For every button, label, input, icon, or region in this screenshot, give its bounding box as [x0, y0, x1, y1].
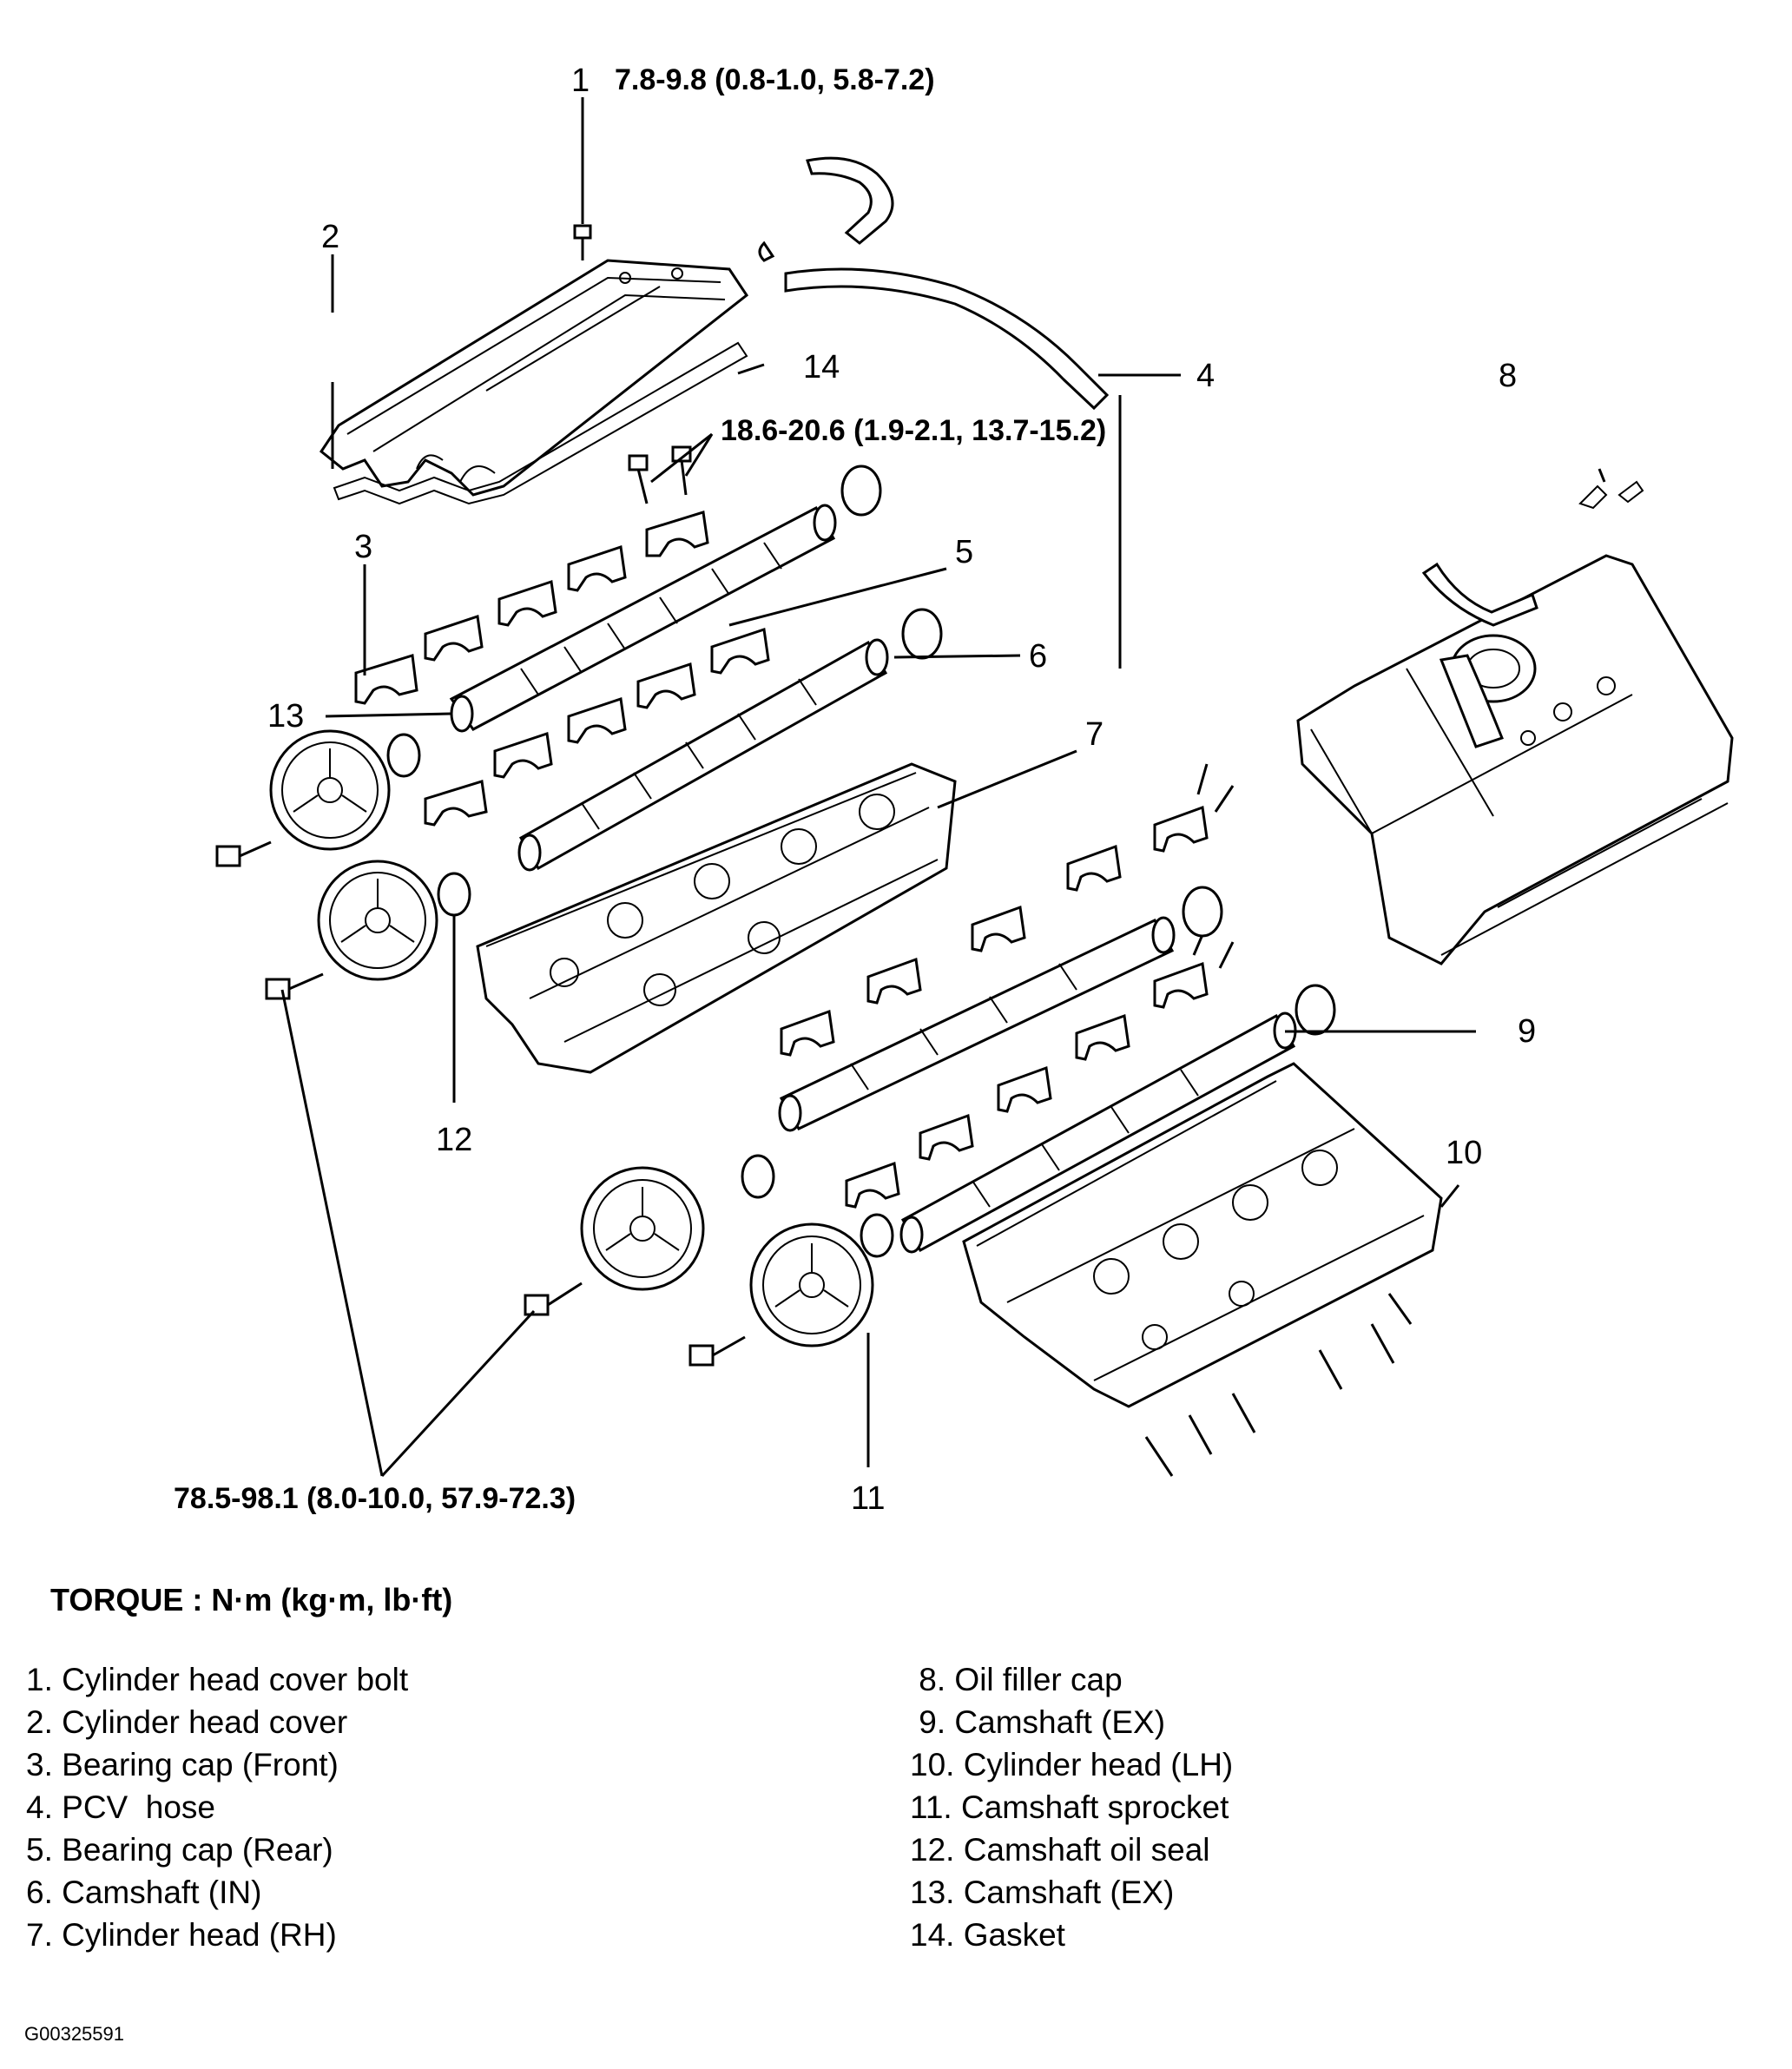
diagram-canvas: 1 2 3 4 5 6 7 8 9 10 11 12 13 14 7.8-9.8… — [174, 63, 1734, 1517]
oil-seal-lower-2 — [860, 1213, 894, 1258]
bearing-cap-bolts-lower — [1192, 763, 1235, 969]
pcv-valve-parts — [1578, 468, 1644, 510]
parts-legend-right: 8. Oil filler cap 9. Camshaft (EX) 10. C… — [910, 1658, 1743, 1956]
figure-id: G00325591 — [24, 2023, 124, 2045]
legend-item: 2. Cylinder head cover — [26, 1704, 348, 1740]
callout-6: 6 — [1029, 638, 1047, 675]
callout-12: 12 — [436, 1122, 472, 1158]
callout-8: 8 — [1499, 358, 1517, 394]
legend-item: 11. Camshaft sprocket — [910, 1789, 1229, 1825]
parts-legend-left: 1. Cylinder head cover bolt 2. Cylinder … — [26, 1658, 860, 1956]
callout-labels: 1 2 3 4 5 6 7 8 9 10 11 12 13 14 — [267, 63, 1536, 1517]
pcv-hose — [758, 156, 1110, 411]
callout-10: 10 — [1446, 1135, 1482, 1171]
camshaft-oil-seal-upper — [386, 733, 421, 778]
sprocket-bolts-upper — [215, 840, 324, 1000]
legend-item: 12. Camshaft oil seal — [910, 1832, 1210, 1868]
callout-3: 3 — [354, 529, 372, 565]
oil-filler-cap — [1439, 634, 1537, 748]
camshaft-sprocket-upper — [269, 729, 438, 981]
camshaft-end-plugs — [840, 465, 943, 660]
torque-callouts: 7.8-9.8 (0.8-1.0, 5.8-7.2) 18.6-20.6 (1.… — [174, 63, 1106, 1515]
end-plug-lower-1 — [1182, 886, 1223, 938]
oil-seal-lower-1 — [741, 1154, 775, 1199]
legend-item: 3. Bearing cap (Front) — [26, 1747, 339, 1782]
camshaft-ex-upper — [449, 504, 837, 733]
legend-item: 14. Gasket — [910, 1917, 1065, 1953]
legend-item: 10. Cylinder head (LH) — [910, 1747, 1234, 1782]
legend-item: 8. Oil filler cap — [910, 1662, 1123, 1697]
legend-item: 4. PCV hose — [26, 1789, 216, 1825]
callout-2: 2 — [321, 219, 339, 255]
bearing-caps-upper — [354, 511, 770, 827]
torque-cover-bolt: 7.8-9.8 (0.8-1.0, 5.8-7.2) — [615, 63, 935, 96]
callout-1: 1 — [571, 63, 590, 99]
torque-units-heading: TORQUE : N·m (kg·m, lb·ft) — [50, 1582, 453, 1618]
torque-sprocket-bolt: 78.5-98.1 (8.0-10.0, 57.9-72.3) — [174, 1482, 576, 1515]
legend-item: 5. Bearing cap (Rear) — [26, 1832, 333, 1868]
callout-14: 14 — [803, 349, 840, 385]
legend-item: 7. Cylinder head (RH) — [26, 1917, 337, 1953]
callout-4: 4 — [1196, 358, 1215, 394]
callout-13: 13 — [267, 698, 304, 735]
camshaft-sprocket-lower — [580, 1166, 874, 1347]
camshaft-oil-seal — [437, 872, 471, 917]
torque-bearing-cap-bolt: 18.6-20.6 (1.9-2.1, 13.7-15.2) — [721, 414, 1106, 447]
legend-item: 9. Camshaft (EX) — [910, 1704, 1166, 1740]
legend-item: 13. Camshaft (EX) — [910, 1875, 1175, 1910]
callout-5: 5 — [955, 534, 973, 570]
cylinder-head-cover — [319, 259, 749, 497]
legend-item: 6. Camshaft (IN) — [26, 1875, 262, 1910]
head-cover-gasket — [333, 341, 748, 505]
legend-item: 1. Cylinder head cover bolt — [26, 1662, 409, 1697]
callout-9: 9 — [1518, 1013, 1536, 1050]
bearing-caps-lower — [780, 805, 1209, 1209]
leader-lines — [280, 97, 1476, 1478]
exploded-parts-diagram: 1 2 3 4 5 6 7 8 9 10 11 12 13 14 7.8-9.8… — [174, 63, 1734, 1517]
cover-bolt — [573, 224, 592, 260]
bearing-cap-bolts — [628, 445, 692, 504]
pcv-hose-lh — [1421, 562, 1538, 627]
sprocket-bolts-lower — [524, 1282, 746, 1367]
cylinder-head-rh — [476, 762, 957, 1074]
cylinder-head-cover-lh — [1296, 554, 1734, 965]
cylinder-head-lh — [962, 1062, 1443, 1477]
end-plug-lower-2 — [1295, 984, 1336, 1036]
camshaft-in — [517, 638, 889, 872]
callout-7: 7 — [1085, 716, 1104, 753]
callout-11: 11 — [851, 1480, 885, 1517]
